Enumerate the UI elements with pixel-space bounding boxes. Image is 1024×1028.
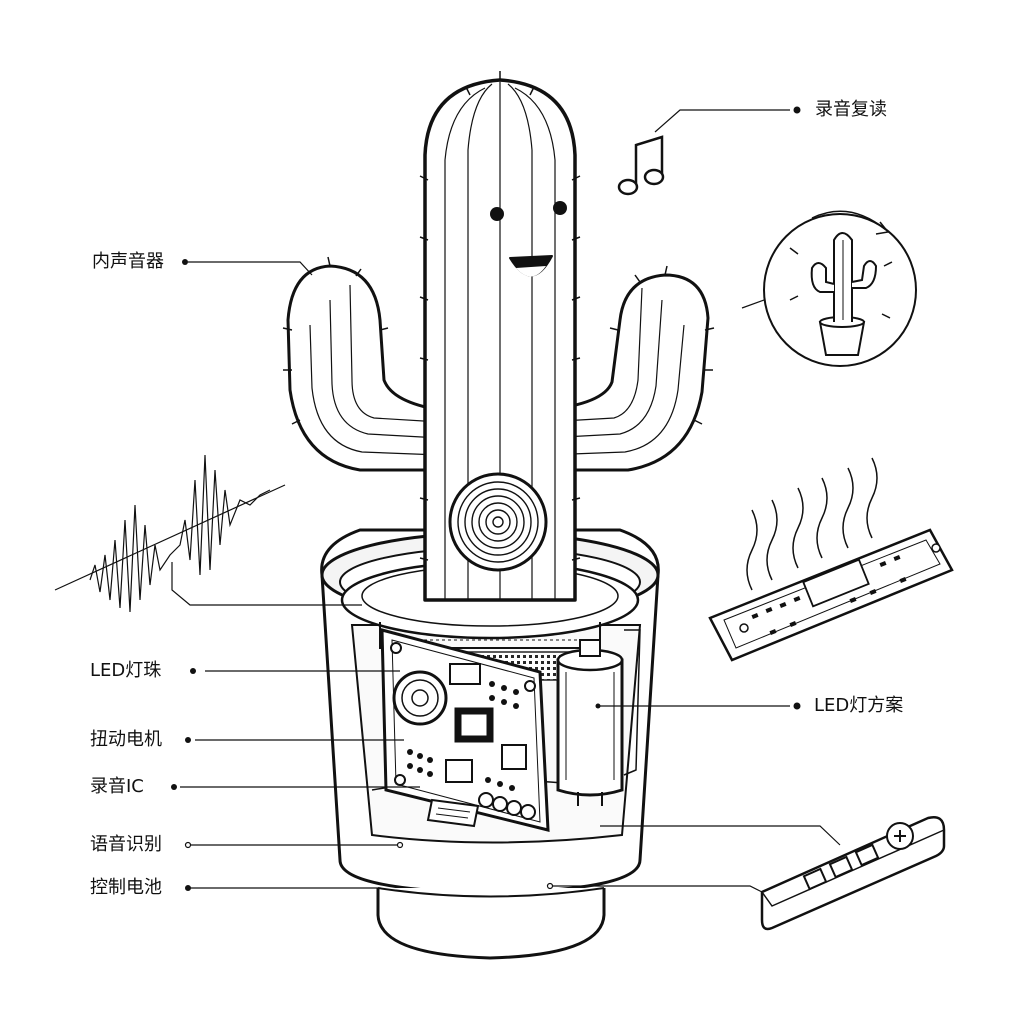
waveform-icon bbox=[54, 454, 286, 613]
rotation-inset bbox=[763, 210, 917, 367]
main-pcb bbox=[380, 628, 550, 832]
led-strip-board bbox=[708, 457, 954, 662]
label-control-battery: 控制电池 bbox=[90, 877, 162, 898]
label-recording-playback: 录音复读 bbox=[815, 99, 887, 120]
music-note-icon bbox=[617, 135, 665, 196]
label-recording-ic: 录音IC bbox=[90, 776, 144, 797]
leader-dots bbox=[171, 106, 801, 891]
label-led-scheme: LED灯方案 bbox=[814, 695, 904, 716]
label-led-beads: LED灯珠 bbox=[90, 660, 162, 681]
remote-control bbox=[760, 816, 946, 931]
speaker bbox=[448, 472, 548, 572]
label-inner-speaker: 内声音器 bbox=[92, 251, 164, 272]
label-twist-motor: 扭动电机 bbox=[90, 729, 162, 750]
cactus bbox=[282, 71, 715, 602]
battery-motor bbox=[556, 629, 641, 806]
leader-hollow-dots bbox=[184, 841, 554, 890]
leader-lines bbox=[171, 109, 841, 893]
label-voice-recognition: 语音识别 bbox=[90, 834, 162, 855]
